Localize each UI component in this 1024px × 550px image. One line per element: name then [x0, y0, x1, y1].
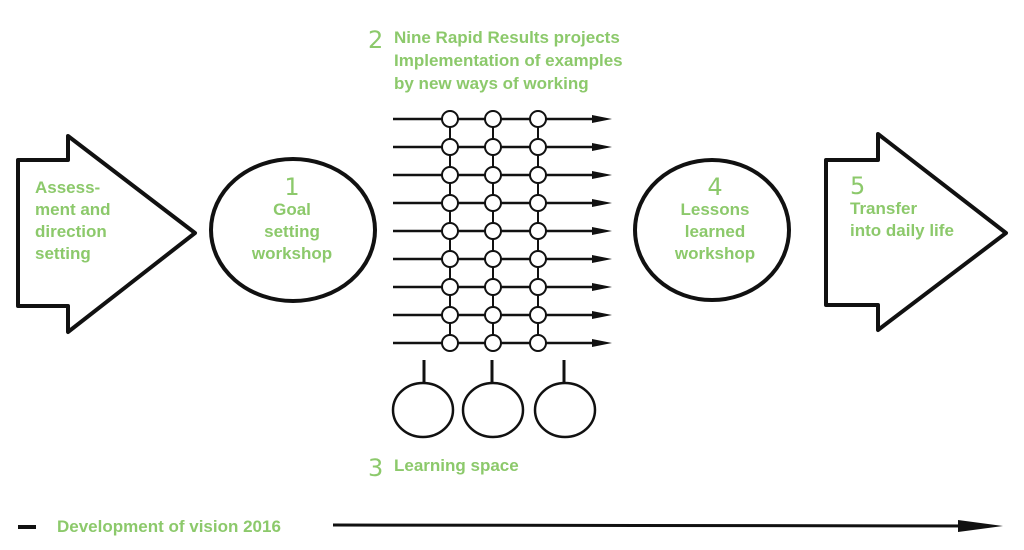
step-number: 2: [368, 26, 384, 54]
node-icon: [441, 110, 459, 128]
step-number: 4: [707, 173, 723, 201]
node-icon: [441, 138, 459, 156]
lessons-label-line: learned: [684, 222, 746, 241]
assessment-arrow-shape: [16, 134, 197, 334]
arrow-right-icon: [592, 283, 612, 291]
node-icon: [484, 334, 502, 352]
timeline-label: Development of vision 2016: [57, 517, 281, 536]
arrow-right-icon: [592, 199, 612, 207]
node-icon: [529, 334, 547, 352]
learning-circle-3: [533, 381, 597, 439]
arrow-right-icon: [592, 311, 612, 319]
node-icon: [484, 138, 502, 156]
learning-space-text: Learning space: [394, 456, 519, 475]
transfer-arrow-shape: [824, 132, 1008, 332]
node-icon: [529, 166, 547, 184]
projects-label-line: Nine Rapid Results projects: [394, 28, 620, 47]
projects-grid: [393, 110, 612, 352]
projects-label-line: Implementation of examples: [394, 51, 623, 70]
node-icon: [529, 194, 547, 212]
lessons-workshop-circle: [633, 158, 791, 302]
node-icon: [484, 222, 502, 240]
node-icon: [529, 250, 547, 268]
goal-label-line: setting: [264, 222, 320, 241]
node-icon: [484, 306, 502, 324]
node-icon: [441, 166, 459, 184]
assessment-label: Assess- ment and direction setting: [35, 177, 145, 265]
node-icon: [529, 306, 547, 324]
timeline-arrow-line: [332, 523, 991, 528]
node-icon: [441, 194, 459, 212]
arrow-right-icon: [592, 227, 612, 235]
projects-label-line: by new ways of working: [394, 74, 589, 93]
transfer-label-line: into daily life: [850, 221, 954, 240]
arrow-right-icon: [592, 171, 612, 179]
node-icon: [441, 306, 459, 324]
node-icon: [441, 278, 459, 296]
learning-circle-2: [461, 381, 525, 439]
arrow-right-icon: [592, 339, 612, 347]
arrow-right-icon: [958, 520, 1003, 532]
transfer-label: 5 Transfer into daily life: [850, 174, 985, 242]
step-number: 5: [850, 172, 866, 200]
node-icon: [529, 222, 547, 240]
node-icon: [484, 166, 502, 184]
node-icon: [529, 110, 547, 128]
arrow-right-icon: [592, 115, 612, 123]
node-icon: [529, 278, 547, 296]
goal-label-line: Goal: [273, 200, 311, 219]
arrow-right-icon: [592, 143, 612, 151]
step-number: 3: [368, 454, 384, 482]
node-icon: [484, 278, 502, 296]
node-icon: [529, 138, 547, 156]
node-icon: [484, 250, 502, 268]
lessons-label-line: workshop: [674, 244, 756, 263]
lessons-workshop-label: 4 Lessons learned workshop: [656, 175, 774, 265]
goal-workshop-circle: [209, 157, 377, 303]
transfer-label-line: Transfer: [850, 199, 918, 218]
lessons-label-line: Lessons: [680, 200, 750, 219]
assessment-label-line: setting: [35, 244, 91, 263]
arrow-right-icon: [592, 255, 612, 263]
node-icon: [441, 222, 459, 240]
assessment-label-line: Assess-: [35, 178, 101, 197]
learning-circle-1: [391, 381, 455, 439]
goal-label-line: workshop: [251, 244, 333, 263]
assessment-label-line: direction: [35, 222, 107, 241]
assessment-label-line: ment and: [35, 200, 111, 219]
step-number: 1: [284, 173, 300, 201]
goal-workshop-label: 1 Goal setting workshop: [228, 175, 356, 265]
node-icon: [441, 334, 459, 352]
node-icon: [484, 110, 502, 128]
node-icon: [441, 250, 459, 268]
learning-space-group: [391, 360, 597, 439]
node-icon: [484, 194, 502, 212]
